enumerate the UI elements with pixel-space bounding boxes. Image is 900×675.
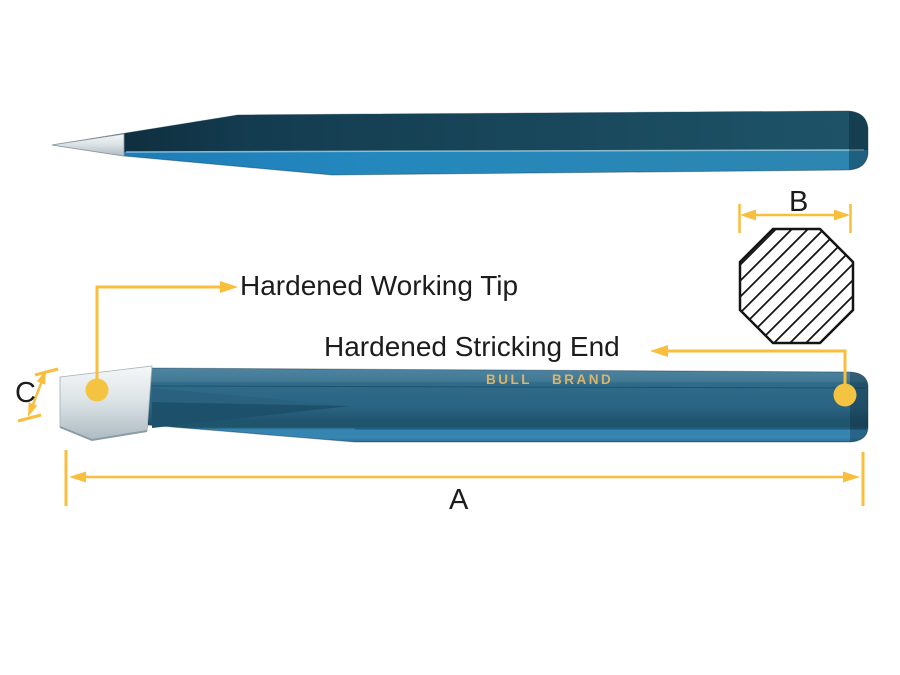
brand-word-1: BULL [486,372,532,387]
dimension-c [17,367,59,423]
dimension-b-right-arrowhead [834,209,850,221]
point-chisel-end-bevel [849,111,868,170]
stricking-end-marker-dot [833,383,857,407]
working-tip-leader-arrowhead [220,281,238,293]
flat-chisel-body [147,367,869,443]
point-chisel-tip [51,133,125,157]
dimension-a-label: A [449,484,469,516]
dimension-b-label: B [789,186,809,218]
brand-word-2: BRAND [552,372,614,387]
flat-chisel-top-facet-line [151,385,867,389]
flat-chisel-tip [59,365,153,441]
dimension-c-top-arrowhead [36,370,46,385]
point-chisel-dark-facet [52,111,868,152]
dimension-b [738,204,852,233]
dimension-c-bottom-tick [17,413,42,423]
brand-marking: BULL BRAND [486,373,613,387]
dimension-b-left-arrowhead [740,209,756,221]
working-tip-leader-line [95,285,222,382]
dimension-c-line [30,380,44,408]
flat-chisel-cutting-edge [59,426,148,442]
dimension-c-label: C [15,377,36,409]
stricking-end-leader [650,345,857,407]
working-tip-leader [85,281,238,402]
point-chisel-highlight-line [125,149,865,153]
flat-chisel-blade-wedge-mid [152,388,350,406]
dimension-c-top-tick [34,367,59,377]
dimension-a-right-arrowhead [843,471,860,483]
stricking-end-leader-arrowhead [650,345,668,357]
working-tip-label: Hardened Working Tip [240,270,519,301]
octagon-cross-section [738,227,855,345]
flat-chisel-end-bevel [850,372,868,442]
dimension-c-bottom-arrowhead [28,402,38,417]
working-tip-marker-dot [85,378,109,402]
flat-chisel-blade-wedge-dark [152,402,350,428]
stricking-end-leader-line [666,349,847,387]
dimension-a-left-arrowhead [69,471,86,483]
dimension-a [64,450,865,506]
stricking-end-label: Hardened Stricking End [324,331,620,362]
flat-chisel-illustration [59,365,869,443]
octagon-outline [738,227,855,345]
point-chisel-illustration [51,110,869,176]
